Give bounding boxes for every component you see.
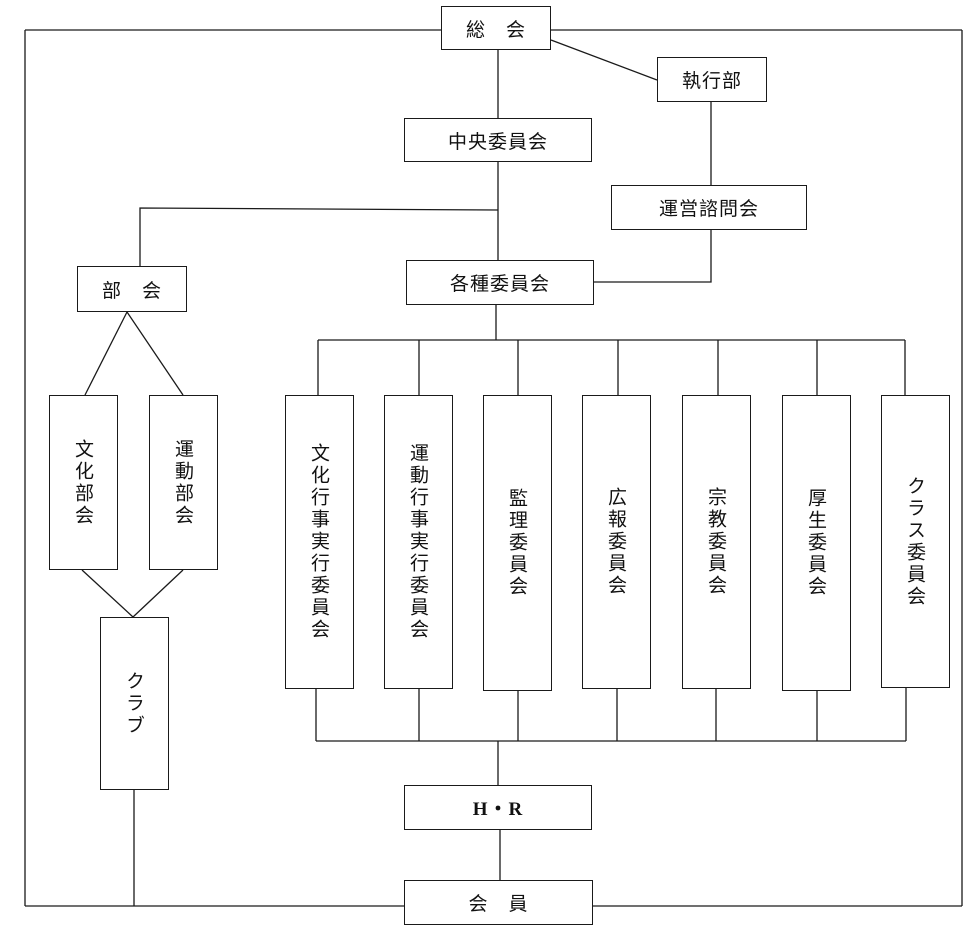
node-sokai: 総 会 <box>441 6 551 50</box>
node-hr: H・R <box>404 785 592 830</box>
node-club-label: クラブ <box>123 670 145 737</box>
link-bukai-bunka <box>84 311 128 396</box>
node-kosei-iinkai: 厚生委員会 <box>782 395 851 691</box>
link-sokai-shikkobu <box>550 39 658 81</box>
node-bunka-gyoji-iinkai-label: 文化行事実行委員会 <box>308 443 330 641</box>
node-undo-gyoji-iinkai-label: 運動行事実行委員会 <box>407 443 429 641</box>
node-unei-shimonkai-label: 運営諮問会 <box>658 198 759 220</box>
node-class-iinkai-label: クラス委員会 <box>904 475 926 608</box>
node-shikkobu-label: 執行部 <box>681 70 742 92</box>
node-kakushu-iinkai-label: 各種委員会 <box>449 273 550 295</box>
link-chuo-bukai <box>139 207 499 266</box>
node-undo-bukai: 運動部会 <box>149 395 218 570</box>
node-undo-gyoji-iinkai: 運動行事実行委員会 <box>384 395 453 689</box>
node-hr-label: H・R <box>472 799 524 820</box>
node-shukyo-iinkai: 宗教委員会 <box>682 395 751 689</box>
node-kaiin: 会 員 <box>404 880 593 925</box>
node-sokai-label: 総 会 <box>465 18 526 41</box>
node-koho-iinkai: 広報委員会 <box>582 395 651 689</box>
node-shukyo-iinkai-label: 宗教委員会 <box>705 487 727 597</box>
node-bukai-label: 部 会 <box>101 279 162 302</box>
node-club: クラブ <box>100 617 169 790</box>
node-undo-bukai-label: 運動部会 <box>172 438 194 527</box>
node-bunka-bukai-label: 文化部会 <box>72 438 94 527</box>
node-bunka-gyoji-iinkai: 文化行事実行委員会 <box>285 395 354 689</box>
link-bunka-club <box>81 569 134 618</box>
link-unei-kakushu <box>594 230 712 283</box>
node-class-iinkai: クラス委員会 <box>881 395 950 688</box>
node-kanri-iinkai-label: 監理委員会 <box>506 488 528 598</box>
node-shikkobu: 執行部 <box>657 57 767 102</box>
node-kakushu-iinkai: 各種委員会 <box>406 260 594 305</box>
node-kosei-iinkai-label: 厚生委員会 <box>805 488 827 598</box>
link-bukai-undo <box>126 311 184 396</box>
node-bukai: 部 会 <box>77 266 187 312</box>
node-koho-iinkai-label: 広報委員会 <box>605 487 627 597</box>
node-chuo-iinkai-label: 中央委員会 <box>447 130 548 153</box>
node-bunka-bukai: 文化部会 <box>49 395 118 570</box>
node-unei-shimonkai: 運営諮問会 <box>611 185 807 230</box>
link-undo-club <box>132 569 184 618</box>
node-kaiin-label: 会 員 <box>468 893 529 915</box>
node-kanri-iinkai: 監理委員会 <box>483 395 552 691</box>
node-chuo-iinkai: 中央委員会 <box>404 118 592 162</box>
